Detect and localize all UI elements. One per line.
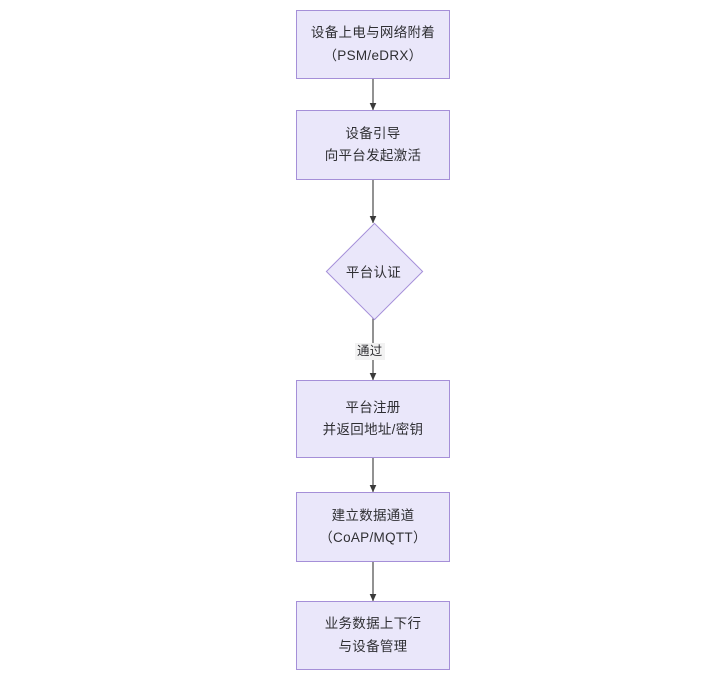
process-node-label: 设备引导 向平台发起激活 (324, 125, 422, 163)
process-node-label: 建立数据通道 （CoAP/MQTT） (319, 507, 427, 545)
process-node-n6[interactable]: 业务数据上下行 与设备管理 (296, 601, 450, 670)
process-node-n5[interactable]: 建立数据通道 （CoAP/MQTT） (296, 492, 450, 562)
edge-label-e3: 通过 (355, 343, 385, 360)
process-node-n4[interactable]: 平台注册 并返回地址/密钥 (296, 380, 450, 458)
process-node-label: 平台注册 并返回地址/密钥 (322, 399, 424, 437)
process-node-n1[interactable]: 设备上电与网络附着 （PSM/eDRX） (296, 10, 450, 79)
decision-node-label: 平台认证 (345, 264, 402, 280)
decision-node-n3[interactable]: 平台认证 (325, 222, 424, 321)
process-node-n2[interactable]: 设备引导 向平台发起激活 (296, 110, 450, 180)
process-node-label: 业务数据上下行 与设备管理 (324, 616, 422, 654)
process-node-label: 设备上电与网络附着 （PSM/eDRX） (310, 25, 436, 63)
